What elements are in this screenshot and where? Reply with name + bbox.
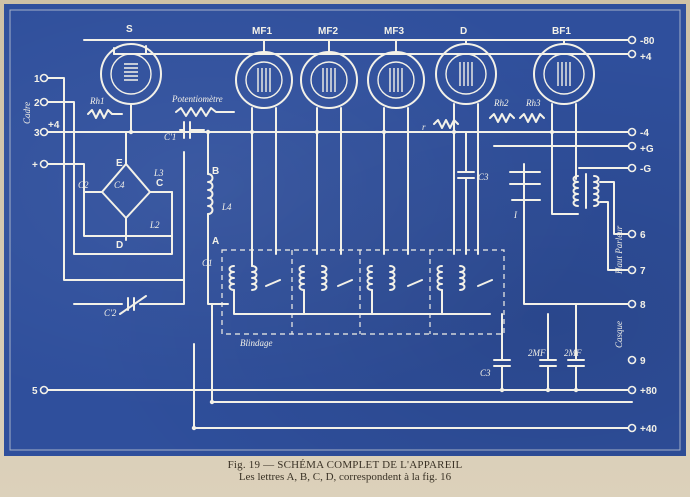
jack-i-label: I <box>513 210 518 220</box>
rheostat-rh2-label: Rh2 <box>493 98 509 108</box>
terminal-label: 2 <box>34 98 40 109</box>
bridge-network <box>101 163 151 219</box>
figure-caption-title: Fig. 19 — SCHÉMA COMPLET DE L'APPAREIL <box>227 459 463 471</box>
point-b: B <box>212 166 219 177</box>
cap-cprime-label: C'1 <box>164 132 176 142</box>
coil-l3-label: L3 <box>153 168 164 178</box>
terminal-label: -G <box>640 164 651 175</box>
cap-wires <box>73 279 185 305</box>
cap-2mf-b-label: 2MF <box>564 348 582 358</box>
cap-2mf-a <box>539 313 557 391</box>
shield-dividers <box>291 250 431 334</box>
terminal-label: 8 <box>640 300 646 311</box>
point-a: A <box>212 236 219 247</box>
cap-c3 <box>493 313 511 391</box>
rheostat-rh1 <box>87 109 123 119</box>
rail-plus40 <box>193 343 633 429</box>
terminal-label: +40 <box>640 424 657 435</box>
rheostat-rh3 <box>519 113 545 123</box>
tube-label: D <box>460 26 467 37</box>
cap-2mf-b <box>567 303 585 391</box>
terminal-label: 7 <box>640 266 646 277</box>
cap-detector <box>457 131 475 255</box>
cap-detector-label: C3 <box>478 172 489 182</box>
blindage-label: Blindage <box>240 338 273 348</box>
output-transformer <box>572 173 600 209</box>
tube-MF1 <box>235 51 293 109</box>
cap-cprime <box>179 121 205 139</box>
if-transformers <box>228 131 493 315</box>
right-terminals: -80 +4 -4 +G -G 6 7 8 9 +80 +40 <box>627 35 657 435</box>
rheostat-rh1-label: Rh1 <box>89 96 105 106</box>
left-terminals: 1 2 3 +4 + 5 <box>32 73 60 397</box>
rheostat-rh3-label: Rh3 <box>525 98 541 108</box>
tube-leads <box>113 39 577 180</box>
potentiometer <box>175 107 235 117</box>
tube-MF3 <box>367 51 425 109</box>
bridge-leads <box>83 131 173 241</box>
var-cap-c-alt <box>115 295 151 315</box>
plate-frame <box>9 9 681 451</box>
circuit-schematic: S MF1 MF2 MF3 D BF1 Rh1 Rh2 Rh3 r Potent… <box>9 9 681 451</box>
cap-c4-label: C4 <box>114 180 125 190</box>
terminal-label: 6 <box>640 230 646 241</box>
terminal-label: 5 <box>32 386 38 397</box>
cap-2mf-a-label: 2MF <box>528 348 546 358</box>
tube-label: MF2 <box>318 26 338 37</box>
junction-dots <box>128 129 579 431</box>
tube-label: MF1 <box>252 26 272 37</box>
left-bus <box>43 77 185 281</box>
tube-label: BF1 <box>552 26 571 37</box>
rheostat-rh2 <box>489 113 515 123</box>
terminal-label: 1 <box>34 74 40 85</box>
terminal-label: +4 <box>48 120 60 131</box>
resistor-r <box>433 119 459 129</box>
cap-c-alt-label: C'2 <box>104 308 117 318</box>
terminal-label: +4 <box>640 52 652 63</box>
tube-label: MF3 <box>384 26 404 37</box>
shield-box <box>221 249 505 335</box>
coil-l2-label: L2 <box>149 220 160 230</box>
tube-label: S <box>126 24 133 35</box>
blueprint-plate: S MF1 MF2 MF3 D BF1 Rh1 Rh2 Rh3 r Potent… <box>4 4 686 456</box>
cadre-label: Cadre <box>22 102 32 124</box>
haut-parleur-label: Haut Parleur <box>614 225 624 275</box>
coil-l4 <box>207 173 214 215</box>
jack-i <box>509 163 541 235</box>
terminal-label: 3 <box>34 128 40 139</box>
casque-label: Casque <box>614 321 624 348</box>
terminal-label: -80 <box>640 36 655 47</box>
coil-l4-leads <box>207 131 229 305</box>
point-d: D <box>116 240 123 251</box>
tube-MF2 <box>300 51 358 109</box>
terminal-label: 9 <box>640 356 646 367</box>
rail-plus80 <box>211 303 633 403</box>
coil-l4-label: L4 <box>221 202 232 212</box>
output-leads <box>523 131 633 305</box>
cap-c1-label: C1 <box>202 258 213 268</box>
terminal-label: +80 <box>640 386 657 397</box>
point-c: C <box>156 178 163 189</box>
resistor-r-label: r <box>422 122 426 132</box>
terminal-label: +G <box>640 144 654 155</box>
terminal-label: -4 <box>640 128 649 139</box>
cap-c3-bottom-label: C3 <box>480 368 491 378</box>
potentiometer-label: Potentiomètre <box>171 94 223 104</box>
terminal-label: + <box>32 160 38 171</box>
point-e: E <box>116 158 123 169</box>
figure-caption-subtitle: Les lettres A, B, C, D, correspondent à … <box>238 471 452 483</box>
